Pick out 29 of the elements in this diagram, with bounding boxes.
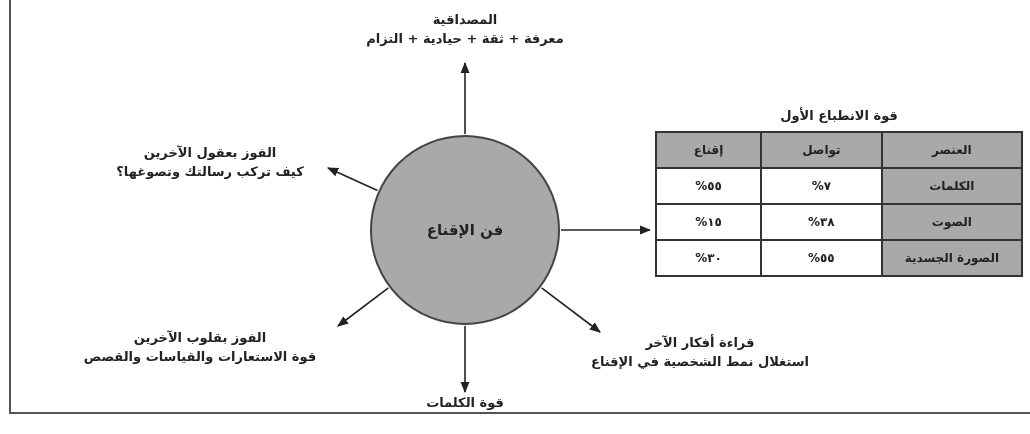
table-cell: ٧%	[761, 168, 882, 204]
arrow	[540, 287, 601, 333]
table-cell: الكلمات	[881, 168, 1022, 204]
body-text: معرفة + ثقة + حيادية + التزام	[366, 31, 564, 46]
header-cell: العنصر	[881, 132, 1022, 168]
table-cell: الصورة الجسدية	[881, 240, 1022, 276]
table-cell: ٣٨%	[761, 204, 882, 240]
arrow	[460, 61, 470, 135]
table-cell: الصوت	[881, 204, 1022, 240]
arrow	[327, 167, 379, 192]
table-title: قوة الانطباع الأول	[780, 108, 898, 123]
header-cell: تواصل	[761, 132, 882, 168]
heading-text: الفوز بعقول الآخرين	[143, 145, 277, 160]
header-cell: إقناع	[656, 132, 761, 168]
table-cell: ٣٠%	[656, 240, 761, 276]
heading-text: قراءة أفكار الآخر	[645, 335, 755, 350]
body-text: استغلال نمط الشخصية في الإقناع	[591, 354, 809, 369]
table-cell: ١٥%	[656, 204, 761, 240]
table-cell: ٥٥%	[761, 240, 882, 276]
arrow	[337, 287, 390, 327]
node-label: فن الإقناع	[426, 221, 504, 239]
arrow	[560, 225, 652, 235]
heading-text: المصداقية	[432, 12, 498, 27]
arrow	[460, 325, 470, 394]
body-text: كيف تركب رسالتك وتصوغها؟	[116, 164, 304, 179]
heading-text: الفوز بقلوب الآخرين	[133, 330, 267, 345]
body-text: قوة الاستعارات والقياسات والقصص	[83, 349, 317, 364]
table-cell: ٥٥%	[656, 168, 761, 204]
heading-text: قوة الكلمات	[426, 395, 504, 410]
